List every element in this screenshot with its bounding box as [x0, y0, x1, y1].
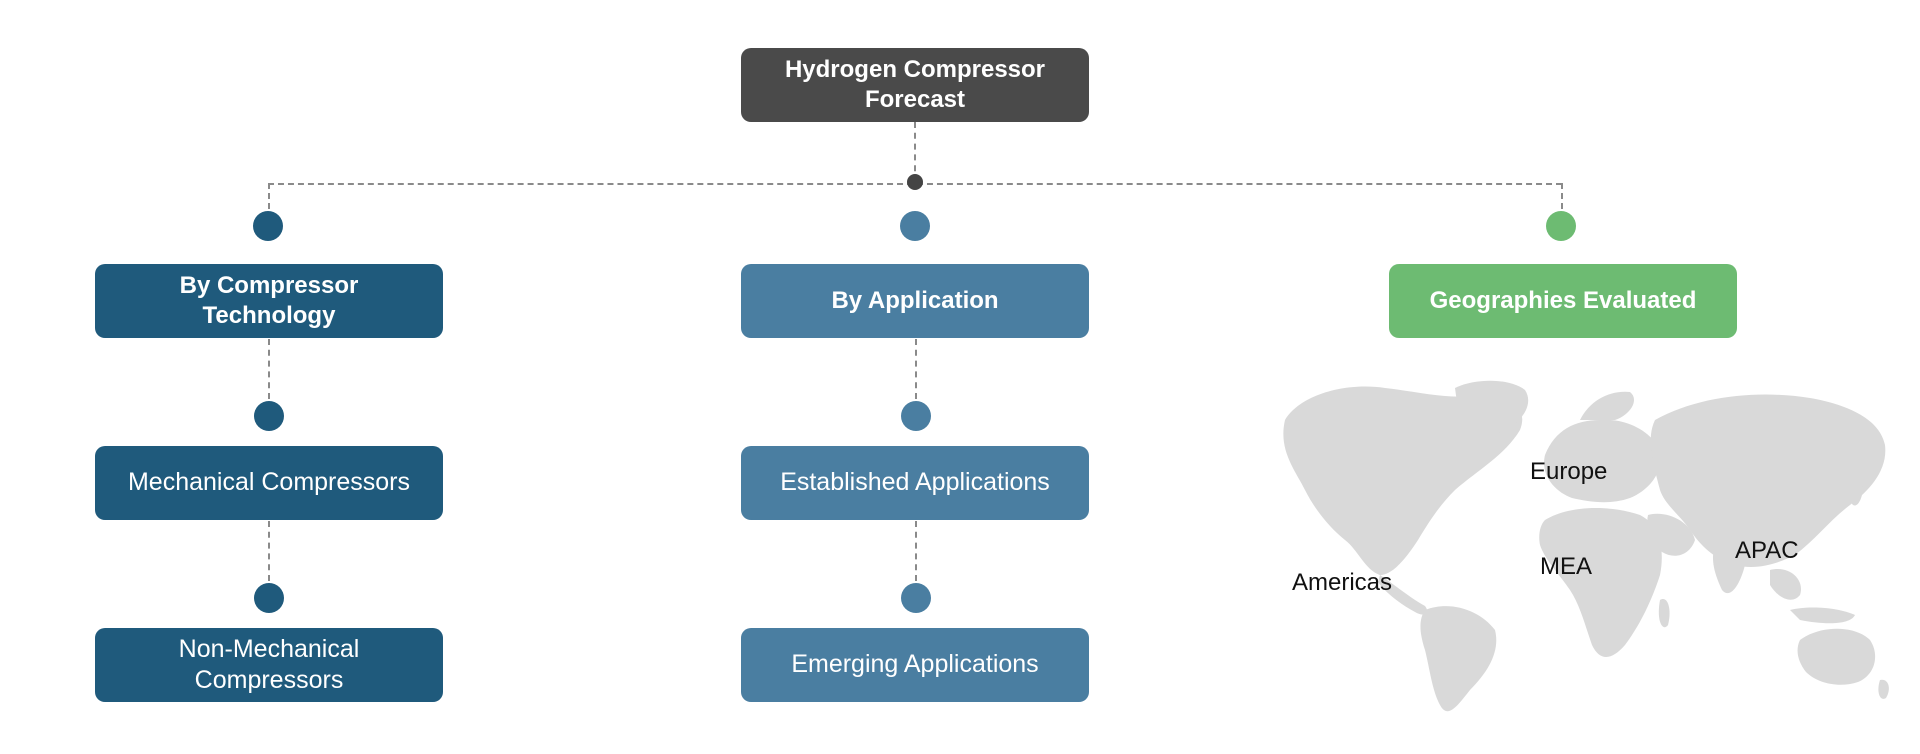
map-indonesia: [1790, 607, 1855, 624]
region-label-apac: APAC: [1735, 537, 1799, 564]
child-node-established: Established Applications: [741, 446, 1089, 520]
child-node-non-mechanical: Non-Mechanical Compressors: [95, 628, 443, 702]
map-new-zealand: [1878, 679, 1889, 699]
branch-label-technology: By Compressor Technology: [179, 272, 359, 329]
map-india: [1712, 543, 1745, 594]
map-greenland: [1455, 380, 1529, 434]
map-south-america: [1420, 606, 1497, 712]
region-label-americas: Americas: [1292, 569, 1393, 596]
child-dot-emerging: [901, 583, 931, 613]
map-asia: [1650, 394, 1886, 567]
world-map-shapes: [1283, 380, 1889, 712]
region-label-mea: MEA: [1540, 553, 1593, 580]
map-australia: [1797, 628, 1876, 685]
branch-dot-application: [900, 211, 930, 241]
connector-col1-a: [268, 339, 270, 399]
child-dot-non-mechanical: [254, 583, 284, 613]
map-africa: [1539, 508, 1662, 658]
map-north-america: [1283, 386, 1523, 575]
map-arabia: [1647, 513, 1695, 556]
map-japan: [1850, 473, 1863, 506]
connector-left-down: [268, 183, 270, 209]
region-label-europe: Europe: [1530, 458, 1608, 485]
map-scandinavia: [1580, 391, 1635, 420]
root-node: Hydrogen Compressor Forecast: [741, 48, 1089, 122]
child-dot-established: [901, 401, 931, 431]
child-node-mechanical: Mechanical Compressors: [95, 446, 443, 520]
child-label-established: Established Applications: [780, 468, 1050, 497]
map-europe: [1544, 419, 1661, 503]
connector-root-down: [914, 122, 916, 182]
connector-col1-b: [268, 521, 270, 581]
branch-node-geographies: Geographies Evaluated: [1389, 264, 1737, 338]
junction-dot: [907, 174, 923, 190]
branch-dot-technology: [253, 211, 283, 241]
connector-right-down: [1561, 183, 1563, 209]
map-madagascar: [1658, 599, 1670, 628]
child-label-emerging: Emerging Applications: [791, 650, 1039, 679]
child-dot-mechanical: [254, 401, 284, 431]
child-node-emerging: Emerging Applications: [741, 628, 1089, 702]
map-central-america: [1378, 575, 1427, 615]
child-label-non-mechanical: Non-Mechanical Compressors: [178, 634, 360, 694]
branch-dot-geographies: [1546, 211, 1576, 241]
branch-label-geographies: Geographies Evaluated: [1429, 287, 1697, 314]
child-label-mechanical: Mechanical Compressors: [127, 468, 411, 497]
connector-col2-a: [915, 339, 917, 399]
branch-label-application: By Application: [831, 287, 999, 314]
branch-node-application: By Application: [741, 264, 1089, 338]
root-label: Hydrogen Compressor Forecast: [784, 56, 1046, 113]
map-se-asia: [1770, 569, 1801, 600]
connector-col2-b: [915, 521, 917, 581]
branch-node-technology: By Compressor Technology: [95, 264, 443, 338]
